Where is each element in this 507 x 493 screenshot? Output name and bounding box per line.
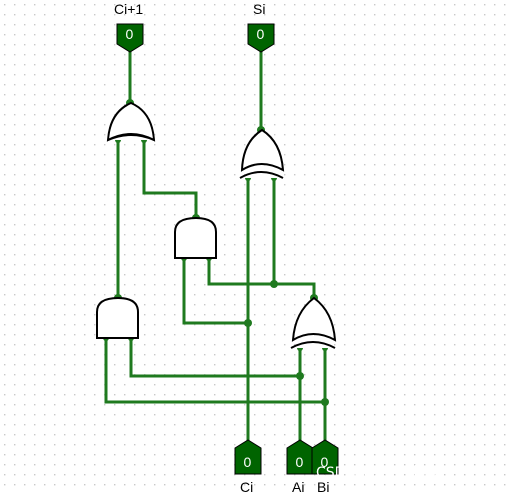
wire-bi-to-and-bottom[interactable] — [104, 338, 327, 404]
pin-bi[interactable]: 0 — [311, 439, 339, 475]
and-gate-bottom[interactable] — [96, 296, 139, 339]
wire-ai-to-and-bottom[interactable] — [129, 338, 302, 378]
xor-gate-half[interactable] — [290, 296, 337, 349]
pin-ai-value: 0 — [296, 454, 304, 470]
pin-si[interactable]: 0 — [247, 23, 275, 53]
wire-ci-to-and-top[interactable] — [182, 258, 250, 325]
watermark-text: CSDN @Ss、、帅海 — [316, 465, 440, 481]
pin-ci-plus-1-value: 0 — [126, 26, 134, 42]
pin-ci-label: Ci — [240, 479, 253, 493]
pin-ai-label: Ai — [292, 479, 304, 493]
pin-bi-label: Bi — [317, 479, 329, 493]
xor-gate-sum[interactable] — [239, 128, 285, 179]
wire-xor-bottom-output[interactable] — [207, 258, 316, 298]
pin-ci-plus-1-label: Ci+1 — [114, 1, 143, 17]
or-gate-carry[interactable] — [106, 101, 156, 142]
and-gate-top[interactable] — [174, 216, 217, 259]
wires — [104, 48, 327, 444]
wire-and-top-to-or[interactable] — [142, 138, 198, 220]
junction-dot — [321, 398, 329, 406]
pin-ai[interactable]: 0 — [286, 439, 314, 475]
pin-ci-value: 0 — [244, 454, 252, 470]
pin-si-value: 0 — [257, 26, 265, 42]
pin-si-label: Si — [253, 1, 265, 17]
junction-dot — [270, 280, 278, 288]
junction-dot — [244, 319, 252, 327]
pin-ci[interactable]: 0 — [234, 439, 262, 475]
pin-bi-value: 0 — [321, 454, 329, 470]
pin-ci-plus-1[interactable]: 0 — [116, 23, 144, 53]
junction-dot — [296, 372, 304, 380]
